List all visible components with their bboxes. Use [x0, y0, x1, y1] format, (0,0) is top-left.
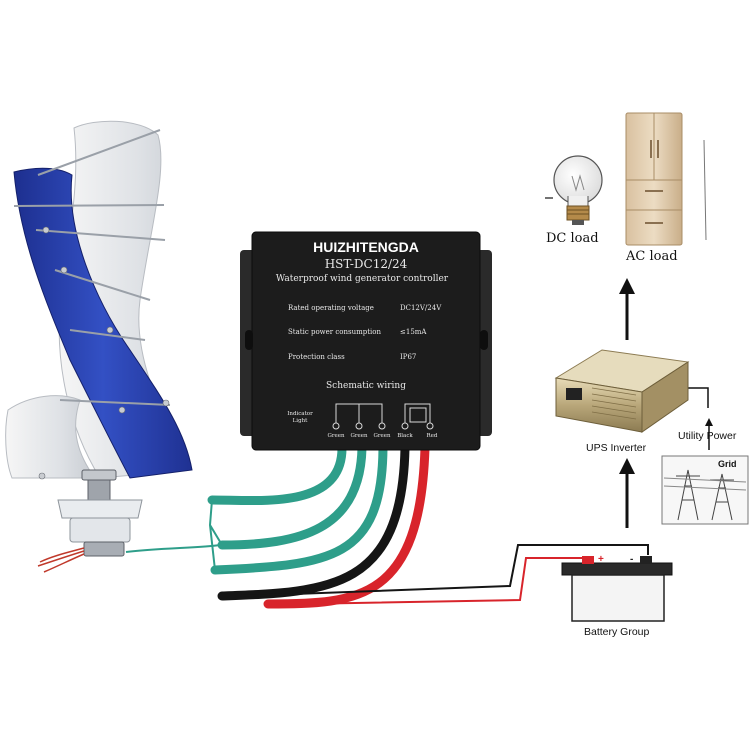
- utility-power-label: Utility Power: [678, 430, 737, 442]
- spec-label-protection: Protection class: [288, 353, 345, 361]
- grid-label: Grid: [718, 459, 737, 469]
- schematic-lines: [335, 403, 431, 424]
- spec-label-voltage: Rated operating voltage: [288, 304, 374, 312]
- arrow-battery-to-inverter: [619, 458, 635, 528]
- battery-plus-sign: +: [598, 554, 604, 565]
- green-wire-2: [217, 443, 367, 550]
- terminal-label-3: Green: [373, 433, 391, 439]
- ac-load-label: AC load: [625, 249, 678, 264]
- battery-terminal-positive: [582, 556, 594, 564]
- turbine-blade-white-lower: [5, 395, 96, 479]
- inverter-fins: [591, 387, 637, 420]
- mount-slot-right: [480, 330, 488, 350]
- controller-cables: [207, 443, 430, 609]
- battery-group-label: Battery Group: [584, 626, 650, 638]
- schematic-title: Schematic wiring: [326, 381, 406, 391]
- arrow-grid-to-utility: [705, 418, 713, 450]
- grid-frame: [661, 455, 749, 525]
- battery: + -: [561, 554, 673, 622]
- battery-minus-sign: -: [630, 554, 633, 565]
- light-bulb-icon: [553, 155, 603, 225]
- battery-black-wire: [239, 544, 649, 597]
- refrigerator-icon: [625, 112, 683, 246]
- turbine-generator: [69, 517, 131, 543]
- schematic-terminals: [332, 422, 434, 430]
- turbine-generator-bottom: [83, 541, 125, 557]
- mount-slot-left: [245, 330, 253, 350]
- indicator-label-2: Light: [293, 418, 308, 424]
- inverter-side: [641, 361, 689, 433]
- dc-load-label: DC load: [546, 231, 599, 246]
- power-tower-icon: [661, 455, 749, 525]
- spec-value-static: ≤15mA: [400, 328, 427, 336]
- indicator-label-1: Indicator: [287, 411, 313, 417]
- terminal-label-4: Black: [397, 433, 413, 439]
- spec-label-static: Static power consumption: [288, 328, 382, 336]
- turbine-shaft: [87, 477, 111, 501]
- controller-subtitle: Waterproof wind generator controller: [276, 274, 449, 284]
- turbine-rods: [13, 129, 171, 406]
- fridge-side-line: [703, 139, 707, 241]
- controller-brand: HUIZHITENGDA: [313, 239, 419, 255]
- terminal-label-1: Green: [327, 433, 345, 439]
- spec-value-protection: IP67: [400, 353, 416, 361]
- splice-wires: [208, 499, 223, 571]
- green-wire-3: [210, 443, 388, 575]
- green-wire-1: [207, 443, 347, 506]
- controller-model: HST-DC12/24: [325, 257, 408, 271]
- inverter-display: [566, 388, 582, 400]
- turbine-bolts: [38, 226, 170, 480]
- turbine-to-cables-wire: [125, 544, 221, 553]
- battery-lid: [561, 562, 673, 576]
- wind-turbine: [5, 120, 193, 573]
- turbine-pigtail-wires: [37, 547, 85, 573]
- turbine-hub-top: [81, 469, 117, 481]
- battery-terminal-negative: [640, 556, 652, 564]
- battery-body: [571, 574, 665, 622]
- turbine-blade-blue: [13, 167, 193, 479]
- terminal-label-5: Red: [427, 433, 438, 439]
- arrow-inverter-to-loads: [619, 278, 635, 340]
- ups-inverter-label: UPS Inverter: [586, 442, 647, 454]
- controller: HUIZHITENGDA HST-DC12/24 Waterproof wind…: [240, 231, 492, 451]
- turbine-base-flange: [57, 499, 143, 519]
- terminal-label-2: Green: [350, 433, 368, 439]
- ups-inverter: [554, 349, 690, 433]
- spec-value-voltage: DC12V/24V: [400, 304, 442, 312]
